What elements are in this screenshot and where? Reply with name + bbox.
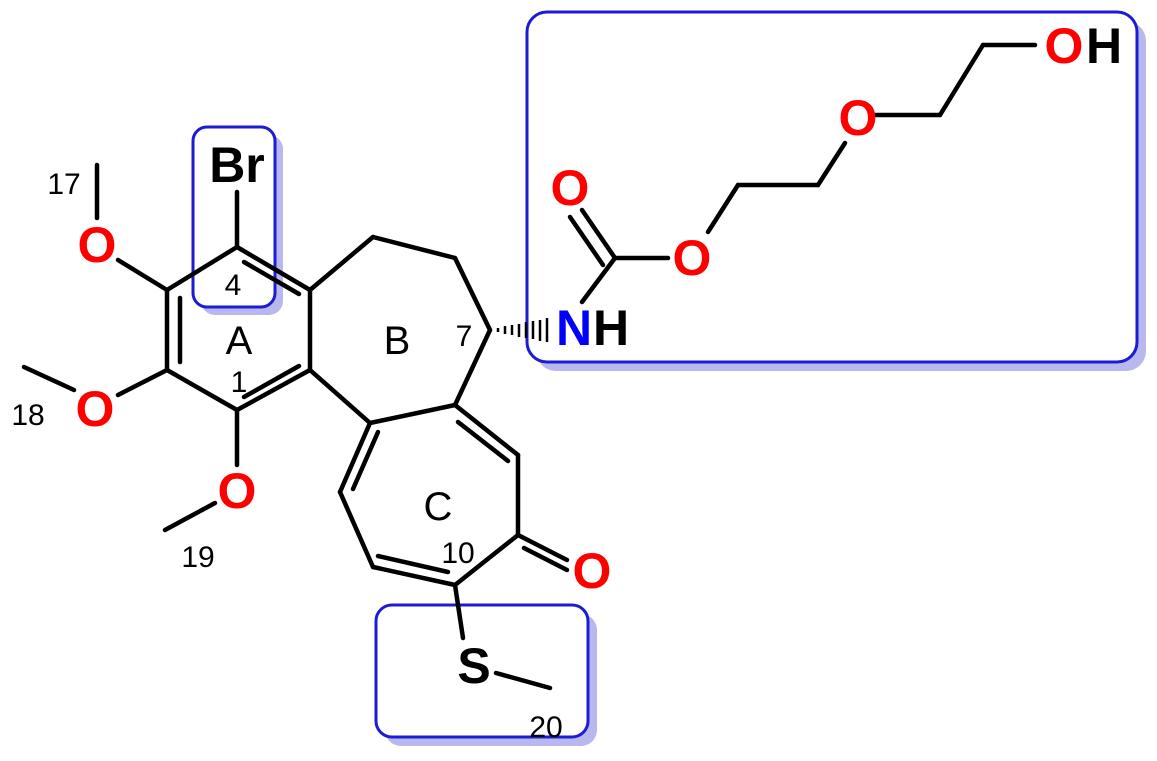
bond-s-c20 <box>493 670 553 691</box>
highlight-boxes <box>191 10 1146 746</box>
bond-c1-c2 <box>164 367 240 413</box>
bond-ch2-o-ether <box>815 140 848 188</box>
oxygen-atom-18: O <box>76 381 115 437</box>
bond-c4-c4a <box>234 244 313 293</box>
bond-c12a-c7a <box>367 402 458 426</box>
atom-labels: Br O O O N H O O O O H O S <box>76 18 1123 694</box>
bond-c1a-c12a <box>307 367 373 426</box>
hydroxyl-oxygen-atom: O <box>1045 18 1084 74</box>
position-number-7: 7 <box>456 320 473 353</box>
bond-c2-o18 <box>115 367 170 398</box>
bond-c7-c7a <box>452 327 493 408</box>
bond-c3-o17 <box>115 257 170 293</box>
bond-o-ester-ch2 <box>705 182 741 235</box>
position-numbers: 1 4 7 10 17 18 19 20 <box>11 168 562 744</box>
carbamate-peg-highlight-box <box>525 10 1139 364</box>
hashed-wedge-c7-n <box>496 318 549 342</box>
position-number-19: 19 <box>181 541 214 574</box>
bond-c7a-c8-inner <box>455 419 511 464</box>
sulfur-atom: S <box>457 638 490 694</box>
ring-label-c: C <box>424 485 453 529</box>
bond-c10-c11-inner <box>375 553 451 575</box>
bond-o18-c18 <box>21 364 77 393</box>
position-number-17: 17 <box>47 168 80 201</box>
bond-ch2-ch2-b <box>937 42 986 118</box>
ketone-oxygen-atom: O <box>573 543 612 599</box>
oxygen-atom-17: O <box>78 217 117 273</box>
bond-c1a-c1-inner <box>241 363 302 400</box>
bond-c5-c6 <box>370 234 458 261</box>
bond-c-o-carbonyl-inner <box>567 214 606 268</box>
carbonyl-oxygen-atom: O <box>551 160 590 216</box>
position-number-10: 10 <box>441 537 474 570</box>
ring-labels: A B C <box>226 319 453 529</box>
bond-n-c-carbamate <box>579 255 618 305</box>
nh-hydrogen-atom: H <box>593 300 629 356</box>
bond-c9-o-ketone <box>515 532 570 563</box>
bond-c11-c12 <box>337 489 376 570</box>
bond-c4a-c5 <box>307 234 376 293</box>
bond-c12-c12a-inner <box>350 429 381 492</box>
bond-c12-c12a <box>337 420 373 495</box>
nitrogen-atom: N <box>556 300 592 356</box>
ring-label-a: A <box>226 319 253 363</box>
ether-oxygen-atom: O <box>839 90 878 146</box>
methylthio-highlight-box <box>374 603 590 739</box>
oxygen-atom-19: O <box>218 463 257 519</box>
bond-c9-c10 <box>452 532 521 588</box>
position-number-18: 18 <box>11 399 44 432</box>
bond-c10-c11 <box>370 564 458 588</box>
bond-o19-c19 <box>162 500 218 533</box>
hydroxyl-hydrogen-atom: H <box>1086 18 1122 74</box>
position-number-1: 1 <box>231 366 248 399</box>
bond-c-o-carbonyl <box>579 207 618 261</box>
bond-c4-c4a-inner <box>241 259 302 297</box>
position-number-4: 4 <box>225 269 242 302</box>
bond-c6-c7 <box>452 255 493 333</box>
ring-label-b: B <box>384 319 411 363</box>
bond-c7a-c8 <box>452 402 521 458</box>
bond-c1a-c1 <box>234 367 313 413</box>
position-number-20: 20 <box>529 711 562 744</box>
bond-c9-o-ketone-inner <box>521 545 570 573</box>
ester-oxygen-atom: O <box>673 230 712 286</box>
bonds <box>21 42 1038 691</box>
bond-c10-s <box>452 582 466 641</box>
bond-c3-c4 <box>164 244 240 293</box>
bromine-atom: Br <box>209 137 265 193</box>
